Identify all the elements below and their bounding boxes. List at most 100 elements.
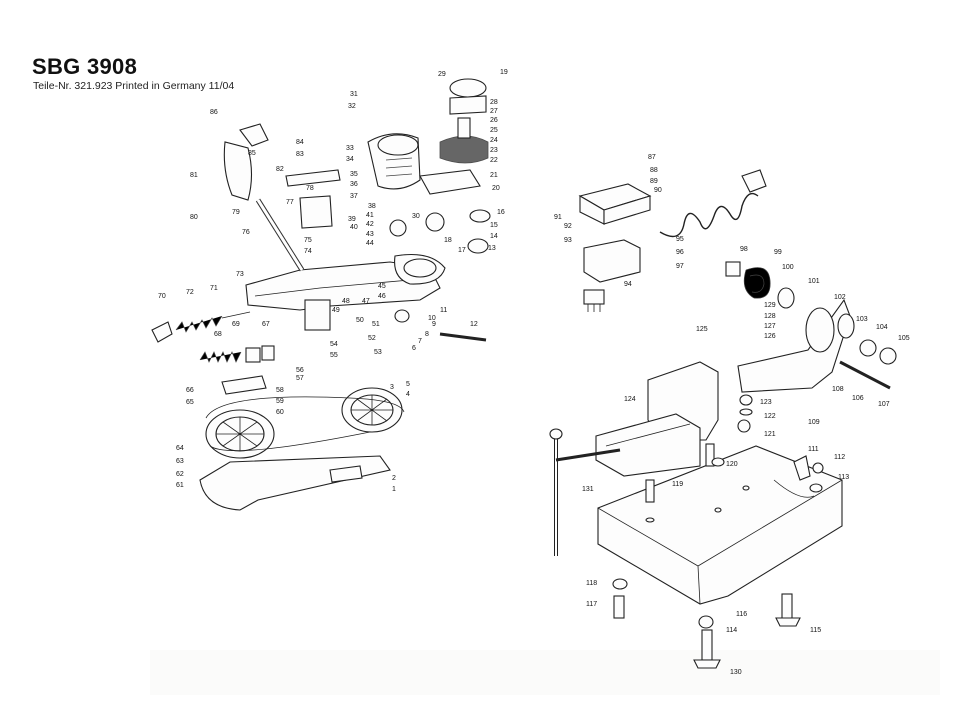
part-number-label: 20 bbox=[492, 185, 500, 192]
part-number-label: 93 bbox=[564, 237, 572, 244]
part-number-label: 115 bbox=[810, 627, 821, 634]
part-number-label: 101 bbox=[808, 278, 820, 285]
part-number-label: 42 bbox=[366, 221, 374, 228]
part-number-label: 18 bbox=[444, 237, 452, 244]
part-number-label: 124 bbox=[624, 396, 636, 403]
part-number-label: 109 bbox=[808, 419, 820, 426]
part-number-label: 120 bbox=[726, 461, 738, 468]
part-number-label: 35 bbox=[350, 171, 358, 178]
part-number-label: 122 bbox=[764, 413, 776, 420]
part-number-label: 116 bbox=[736, 611, 747, 618]
part-number-label: 5 bbox=[406, 381, 410, 388]
part-number-label: 102 bbox=[834, 294, 846, 301]
part-number-label: 43 bbox=[366, 231, 374, 238]
part-number-label: 50 bbox=[356, 317, 364, 324]
part-number-label: 114 bbox=[726, 627, 737, 634]
part-number-label: 97 bbox=[676, 263, 684, 270]
part-number-label: 68 bbox=[214, 331, 222, 338]
part-number-label: 123 bbox=[760, 399, 772, 406]
part-number-label: 74 bbox=[304, 248, 312, 255]
part-number-label: 67 bbox=[262, 321, 270, 328]
part-number-label: 4 bbox=[406, 391, 410, 398]
part-number-label: 54 bbox=[330, 341, 338, 348]
part-number-label: 98 bbox=[740, 246, 748, 253]
part-number-label: 88 bbox=[650, 167, 658, 174]
part-number-label: 105 bbox=[898, 335, 910, 342]
part-number-label: 14 bbox=[490, 233, 498, 240]
part-number-label: 24 bbox=[490, 137, 498, 144]
part-number-label: 30 bbox=[412, 213, 420, 220]
part-number-label: 94 bbox=[624, 281, 632, 288]
part-number-label: 126 bbox=[764, 333, 776, 340]
part-number-label: 41 bbox=[366, 212, 374, 219]
part-number-label: 60 bbox=[276, 409, 284, 416]
part-number-label: 85 bbox=[248, 150, 256, 157]
part-number-label: 16 bbox=[497, 209, 505, 216]
part-number-label: 23 bbox=[490, 147, 498, 154]
part-number-label: 89 bbox=[650, 178, 658, 185]
part-number-label: 27 bbox=[490, 108, 498, 115]
control-box-assembly bbox=[578, 169, 795, 312]
part-number-label: 34 bbox=[346, 156, 354, 163]
part-number-label: 70 bbox=[158, 293, 166, 300]
part-number-label: 112 bbox=[834, 454, 845, 461]
part-number-label: 63 bbox=[176, 458, 184, 465]
part-number-label: 2 bbox=[392, 475, 396, 482]
part-number-label: 48 bbox=[342, 298, 350, 305]
part-number-label: 31 bbox=[350, 91, 358, 98]
part-number-label: 52 bbox=[368, 335, 376, 342]
part-number-label: 26 bbox=[490, 117, 498, 124]
part-number-label: 53 bbox=[374, 349, 382, 356]
part-number-label: 11 bbox=[440, 307, 447, 314]
saw-frame-assembly bbox=[151, 78, 491, 511]
part-number-label: 59 bbox=[276, 398, 284, 405]
part-number-label: 79 bbox=[232, 209, 240, 216]
part-number-label: 44 bbox=[366, 240, 374, 247]
part-number-label: 117 bbox=[586, 601, 597, 608]
page-title: SBG 3908 bbox=[32, 54, 138, 79]
part-number-label: 121 bbox=[764, 431, 776, 438]
part-number-label: 111 bbox=[808, 446, 819, 453]
part-number-label: 21 bbox=[490, 172, 498, 179]
part-number-label: 9 bbox=[432, 321, 436, 328]
part-number-label: 90 bbox=[654, 187, 662, 194]
part-number-label: 46 bbox=[378, 293, 386, 300]
vise-and-base-assembly bbox=[549, 298, 897, 669]
part-number-label: 7 bbox=[418, 338, 422, 345]
part-number-label: 61 bbox=[176, 482, 184, 489]
part-number-label: 64 bbox=[176, 445, 184, 452]
part-number-label: 81 bbox=[190, 172, 198, 179]
part-number-label: 15 bbox=[490, 222, 498, 229]
part-number-label: 3 bbox=[390, 384, 394, 391]
part-number-label: 22 bbox=[490, 157, 498, 164]
page-subtitle: Teile-Nr. 321.923 Printed in Germany 11/… bbox=[33, 80, 235, 92]
part-number-label: 8 bbox=[425, 331, 429, 338]
part-number-label: 130 bbox=[730, 669, 742, 676]
part-number-label: 58 bbox=[276, 387, 284, 394]
part-number-label: 78 bbox=[306, 185, 314, 192]
part-number-label: 76 bbox=[242, 229, 250, 236]
part-number-label: 62 bbox=[176, 471, 184, 478]
part-number-label: 39 bbox=[348, 216, 356, 223]
part-number-label: 131 bbox=[582, 486, 594, 493]
part-number-label: 49 bbox=[332, 307, 340, 314]
part-number-label: 72 bbox=[186, 289, 194, 296]
part-number-label: 65 bbox=[186, 399, 194, 406]
part-number-label: 87 bbox=[648, 154, 656, 161]
part-number-label: 106 bbox=[852, 395, 864, 402]
part-number-label: 66 bbox=[186, 387, 194, 394]
part-number-label: 25 bbox=[490, 127, 498, 134]
part-number-label: 17 bbox=[458, 247, 466, 254]
part-number-label: 77 bbox=[286, 199, 294, 206]
part-number-label: 86 bbox=[210, 109, 218, 116]
part-number-label: 73 bbox=[236, 271, 244, 278]
part-number-label: 80 bbox=[190, 214, 198, 221]
part-number-label: 32 bbox=[348, 103, 356, 110]
part-number-label: 1 bbox=[392, 486, 396, 493]
part-number-label: 99 bbox=[774, 249, 782, 256]
part-number-label: 75 bbox=[304, 237, 312, 244]
part-number-label: 13 bbox=[488, 245, 496, 252]
part-number-label: 104 bbox=[876, 324, 888, 331]
part-number-label: 33 bbox=[346, 145, 354, 152]
